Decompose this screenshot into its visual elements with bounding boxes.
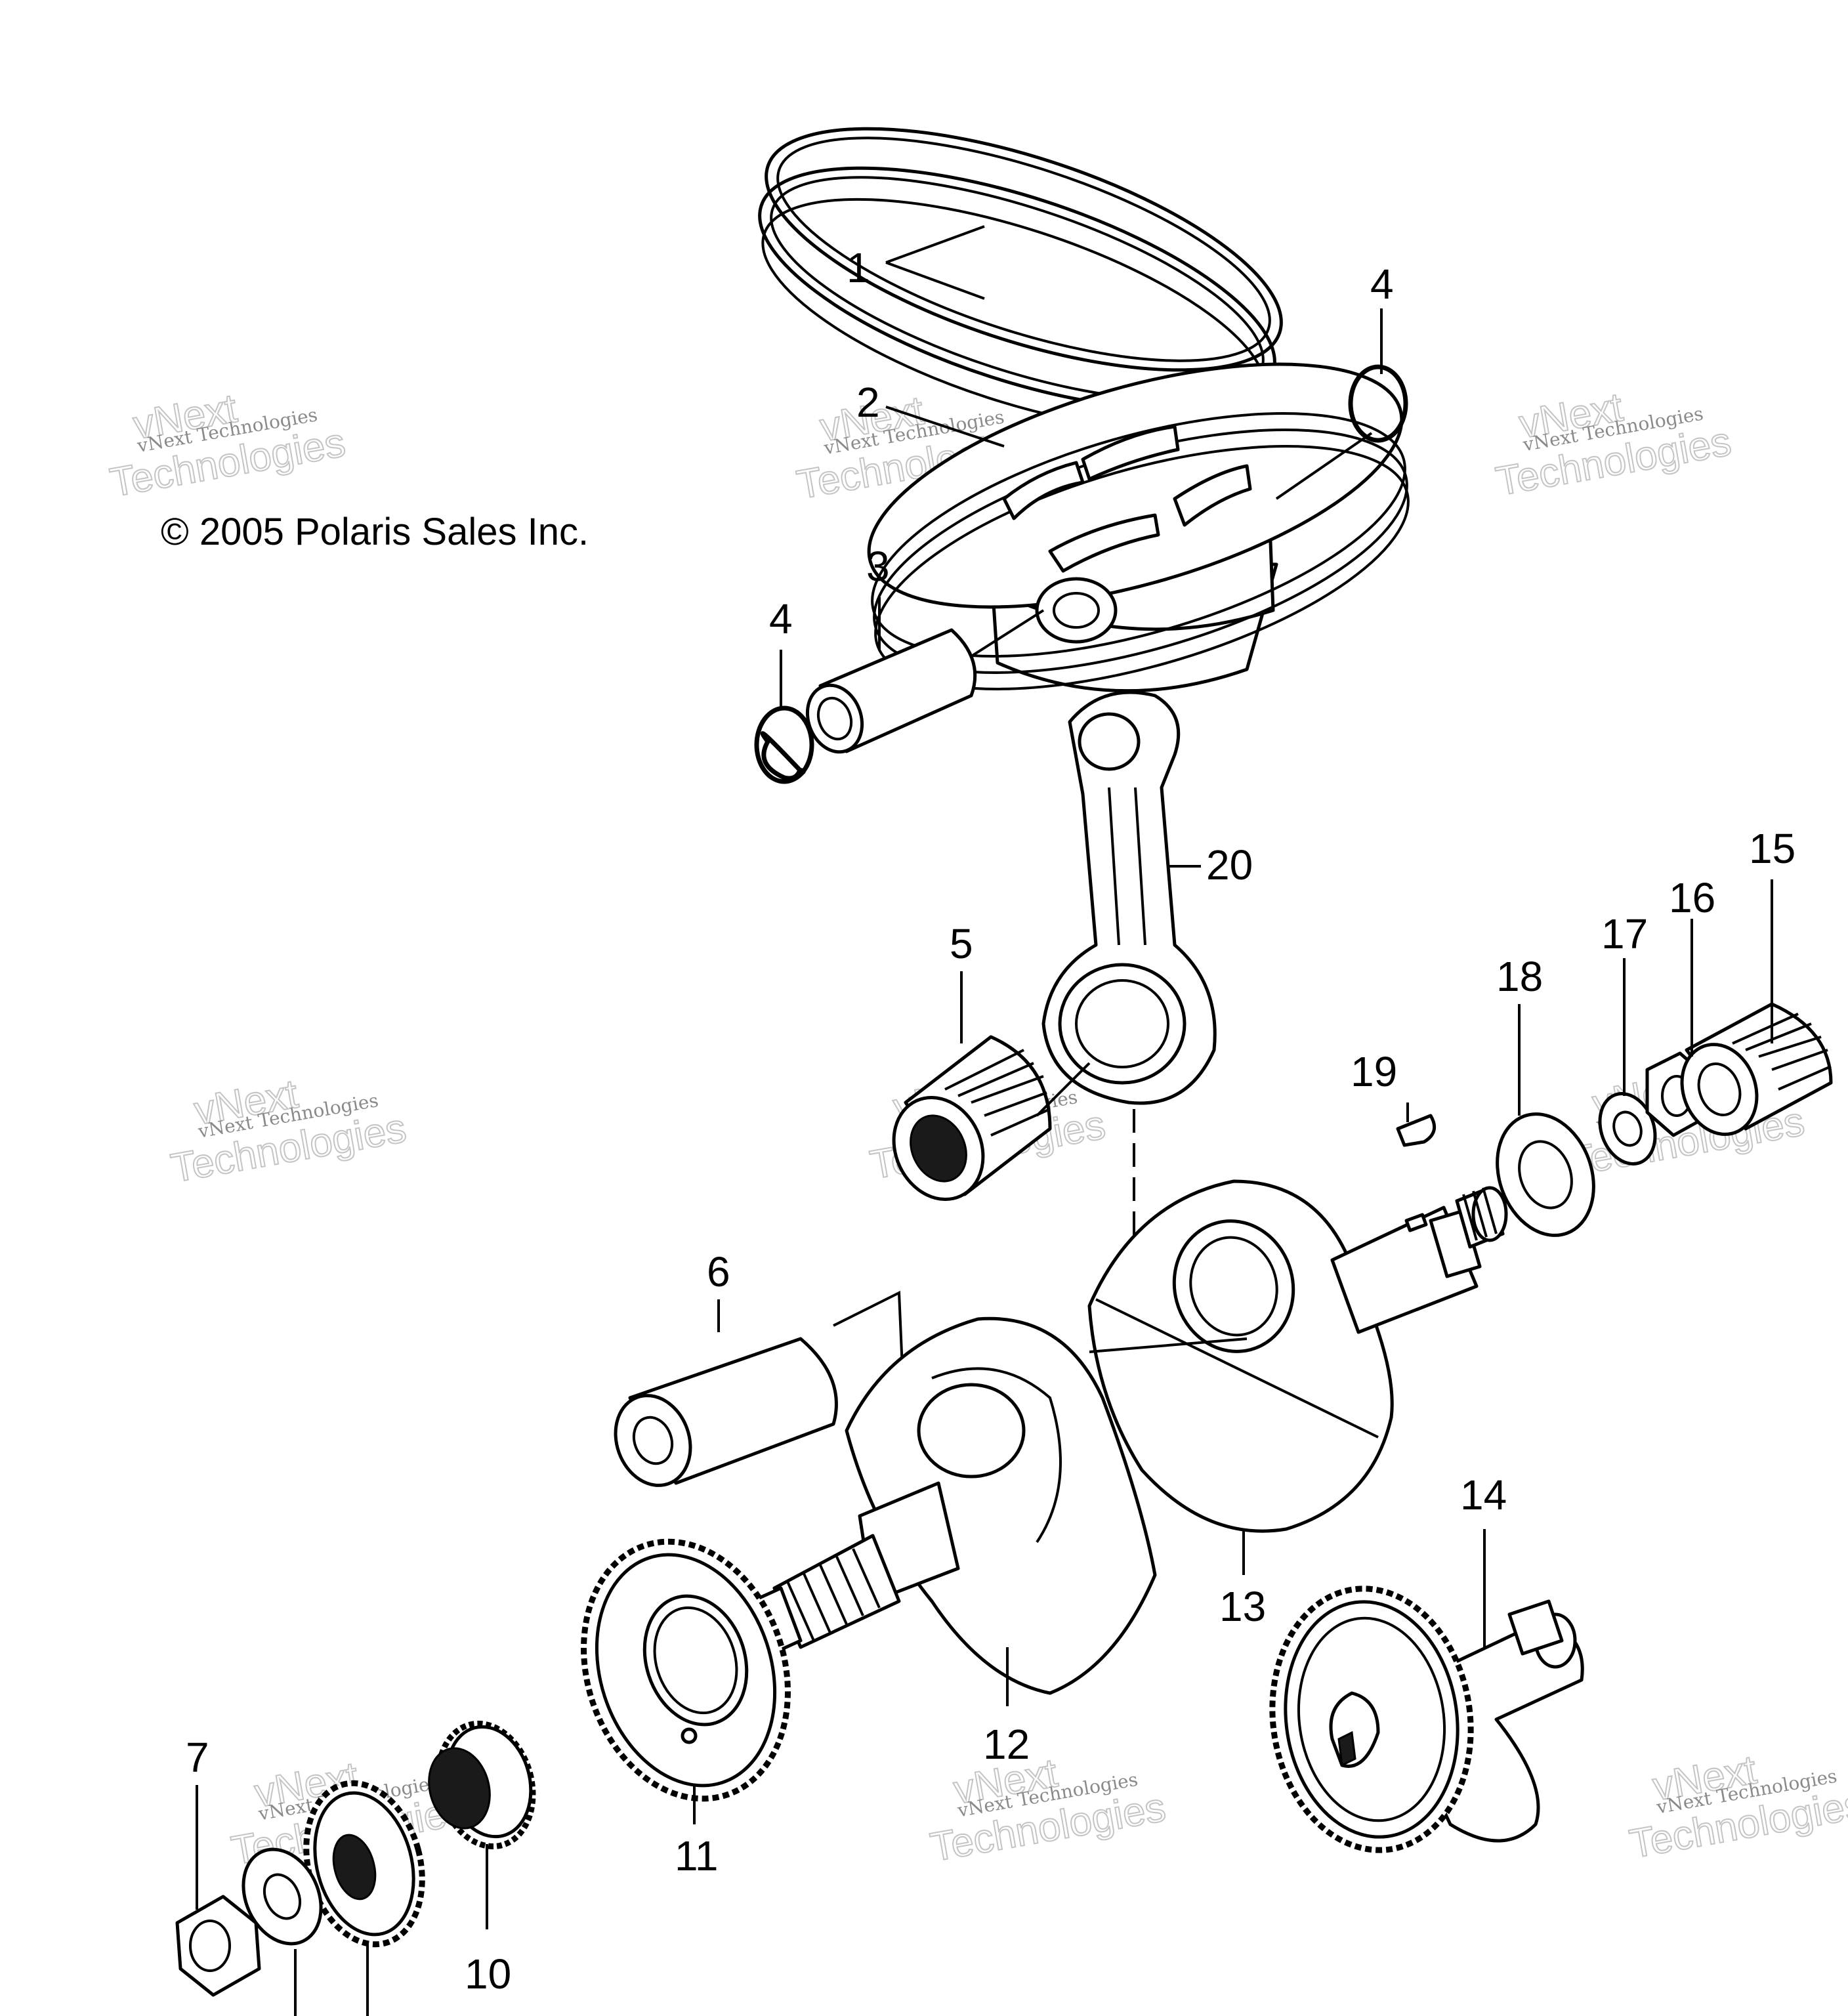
callout-6: 6 bbox=[707, 1248, 730, 1295]
needle-bearing-15 bbox=[1680, 1002, 1833, 1136]
watermarks: vNext Technologies vNext Technologies vN… bbox=[106, 384, 1848, 1874]
thrust-washer-18 bbox=[1496, 1112, 1595, 1237]
callout-4-right: 4 bbox=[1370, 261, 1394, 308]
washer-8 bbox=[242, 1847, 323, 2016]
callout-14: 14 bbox=[1460, 1471, 1507, 1519]
watermark-3: vNext Technologies vNext Technologies bbox=[1492, 384, 1735, 505]
watermark-4: vNext Technologies vNext Technologies bbox=[167, 1070, 410, 1192]
drive-gear-bearing bbox=[428, 1720, 536, 1850]
callout-2: 2 bbox=[856, 379, 880, 426]
crank-gear bbox=[581, 1538, 791, 1802]
callout-12: 12 bbox=[983, 1721, 1030, 1768]
wrist-pin bbox=[805, 609, 1045, 754]
callout-11: 11 bbox=[675, 1832, 718, 1880]
callout-7: 7 bbox=[186, 1734, 209, 1781]
circlip-left bbox=[754, 705, 814, 784]
connecting-rod bbox=[1041, 690, 1217, 1299]
watermark-9: vNext Technologies vNext Technologies bbox=[1626, 1746, 1848, 1868]
woodruff-key bbox=[1396, 1114, 1437, 1147]
callout-18: 18 bbox=[1496, 953, 1543, 1000]
callout-13: 13 bbox=[1219, 1583, 1266, 1630]
callout-19: 19 bbox=[1351, 1048, 1397, 1095]
callout-5: 5 bbox=[950, 920, 973, 967]
callout-labels: 1 2 3 4 4 20 5 6 7 10 11 12 13 14 15 16 … bbox=[186, 244, 1796, 1998]
callout-1: 1 bbox=[847, 244, 870, 291]
leader-lines bbox=[196, 225, 1773, 1929]
circlip-right bbox=[1275, 364, 1408, 500]
piston-rings bbox=[758, 127, 1283, 432]
copyright-notice: © 2005 Polaris Sales Inc. bbox=[161, 511, 589, 553]
crankshaft bbox=[646, 1179, 1508, 1696]
watermark-1: vNext Technologies vNext Technologies bbox=[106, 385, 349, 507]
watermark-8: vNext Technologies vNext Technologies bbox=[927, 1750, 1169, 1871]
callout-20: 20 bbox=[1206, 841, 1253, 889]
piston bbox=[867, 362, 1410, 693]
crank-pin bbox=[614, 1290, 907, 1487]
callout-4-left: 4 bbox=[769, 595, 793, 642]
balance-shaft bbox=[1269, 1586, 1584, 1853]
callout-3: 3 bbox=[866, 543, 890, 590]
needle-bearing-big-end bbox=[892, 1035, 1091, 1202]
callout-10: 10 bbox=[465, 1950, 511, 1998]
callout-16: 16 bbox=[1669, 874, 1715, 921]
nut-7 bbox=[175, 1895, 261, 1997]
idler-gear bbox=[303, 1780, 425, 2016]
callout-17: 17 bbox=[1601, 910, 1648, 957]
callout-15: 15 bbox=[1749, 825, 1796, 872]
washer-17 bbox=[1598, 1092, 1657, 1166]
